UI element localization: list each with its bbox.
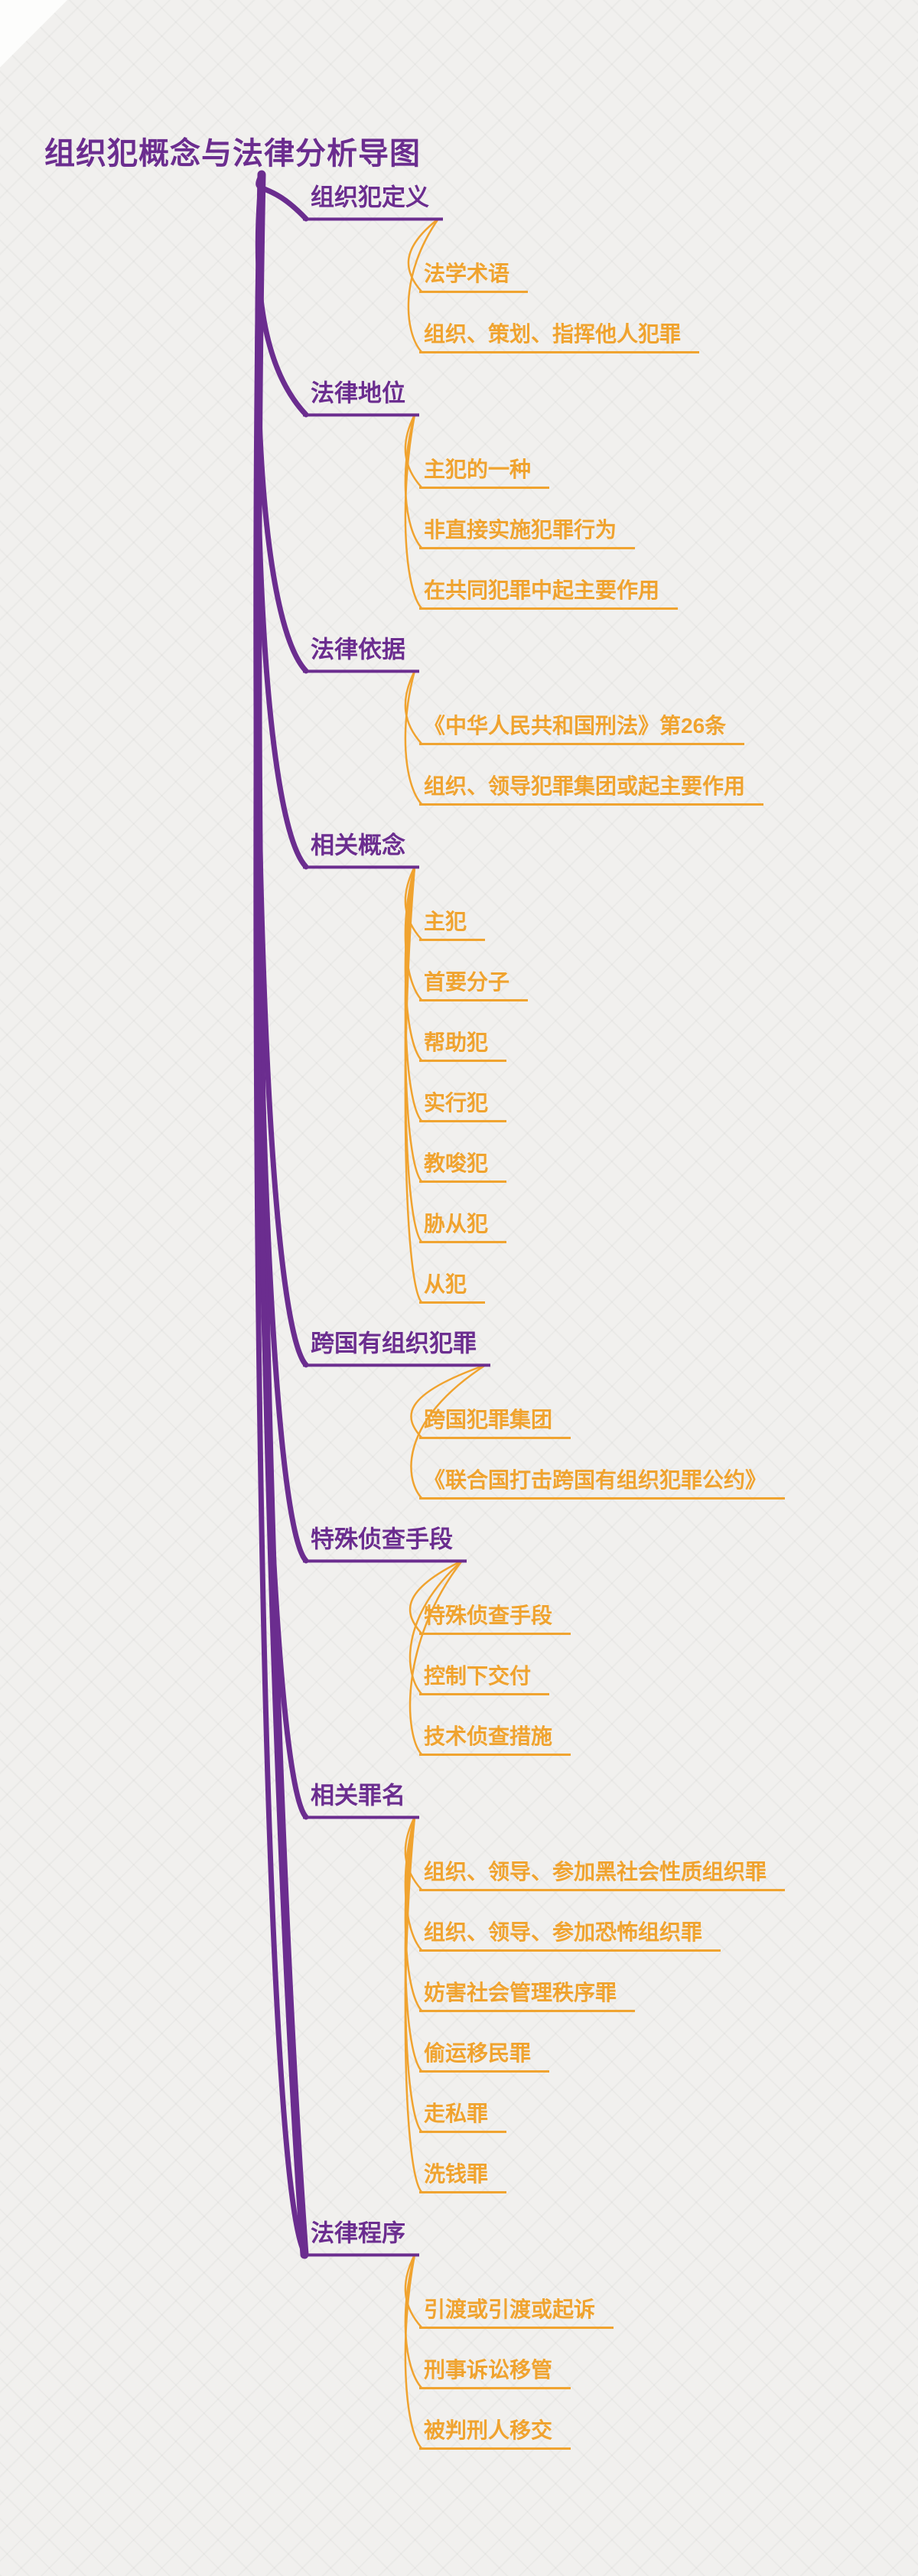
child-label[interactable]: 妨害社会管理秩序罪 <box>419 1980 636 2012</box>
child-label[interactable]: 实行犯 <box>419 1090 507 1122</box>
child-connector <box>410 1363 487 1500</box>
child-label[interactable]: 被判刑人移交 <box>419 2418 571 2450</box>
branch-label[interactable]: 法律程序 <box>303 2219 419 2256</box>
branch-label[interactable]: 相关罪名 <box>303 1782 419 1819</box>
child-connector <box>410 1363 487 1439</box>
child-connector <box>404 865 423 1304</box>
branch-label[interactable]: 跨国有组织犯罪 <box>303 1330 490 1366</box>
child-label[interactable]: 《中华人民共和国刑法》第26条 <box>419 713 745 745</box>
child-label[interactable]: 主犯的一种 <box>419 457 550 489</box>
child-connector <box>404 1816 423 1891</box>
child-connector <box>407 217 440 293</box>
child-label[interactable]: 特殊侦查手段 <box>419 1603 571 1635</box>
child-label[interactable]: 走私罪 <box>419 2101 507 2133</box>
child-label[interactable]: 组织、策划、指挥他人犯罪 <box>419 321 700 353</box>
mindmap-root-title[interactable]: 组织犯概念与法律分析导图 <box>44 137 421 171</box>
child-label[interactable]: 非直接实施犯罪行为 <box>419 517 636 549</box>
child-label[interactable]: 引渡或引渡或起诉 <box>419 2297 614 2329</box>
child-label[interactable]: 控制下交付 <box>419 1663 550 1695</box>
child-connector <box>404 865 423 941</box>
branch-label[interactable]: 特殊侦查手段 <box>303 1526 467 1562</box>
child-connector <box>407 217 440 353</box>
branch-connector <box>253 171 309 2258</box>
branch-connector <box>255 171 309 674</box>
child-connector <box>404 1816 423 2193</box>
child-connector <box>404 413 423 489</box>
child-label[interactable]: 《联合国打击跨国有组织犯罪公约》 <box>419 1467 786 1500</box>
child-label[interactable]: 洗钱罪 <box>419 2161 507 2193</box>
child-label[interactable]: 组织、领导、参加黑社会性质组织罪 <box>419 1859 786 1891</box>
child-connector <box>409 1559 464 1756</box>
child-label[interactable]: 技术侦查措施 <box>419 1724 571 1756</box>
branch-label[interactable]: 法律依据 <box>303 636 419 672</box>
child-connector <box>404 669 423 806</box>
child-label[interactable]: 主犯 <box>419 909 486 941</box>
child-label[interactable]: 组织、领导犯罪集团或起主要作用 <box>419 773 764 806</box>
child-label[interactable]: 教唆犯 <box>419 1151 507 1183</box>
child-label[interactable]: 帮助犯 <box>419 1030 507 1062</box>
child-label[interactable]: 胁从犯 <box>419 1211 507 1243</box>
branch-label[interactable]: 组织犯定义 <box>303 184 443 220</box>
page-corner-fold <box>0 0 67 67</box>
child-label[interactable]: 刑事诉讼移管 <box>419 2357 571 2389</box>
child-connector <box>404 2253 423 2450</box>
child-label[interactable]: 跨国犯罪集团 <box>419 1407 571 1439</box>
child-label[interactable]: 从犯 <box>419 1272 486 1304</box>
branch-label[interactable]: 相关概念 <box>303 832 419 868</box>
child-connector <box>409 1559 464 1695</box>
child-label[interactable]: 首要分子 <box>419 969 529 1001</box>
child-label[interactable]: 组织、领导、参加恐怖组织罪 <box>419 1920 721 1952</box>
child-connector <box>404 413 423 610</box>
child-label[interactable]: 法学术语 <box>419 261 529 293</box>
branch-label[interactable]: 法律地位 <box>303 379 419 416</box>
child-label[interactable]: 偷运移民罪 <box>419 2040 550 2073</box>
child-connector <box>404 2253 423 2329</box>
child-label[interactable]: 在共同犯罪中起主要作用 <box>419 578 679 610</box>
child-connector <box>404 669 423 745</box>
